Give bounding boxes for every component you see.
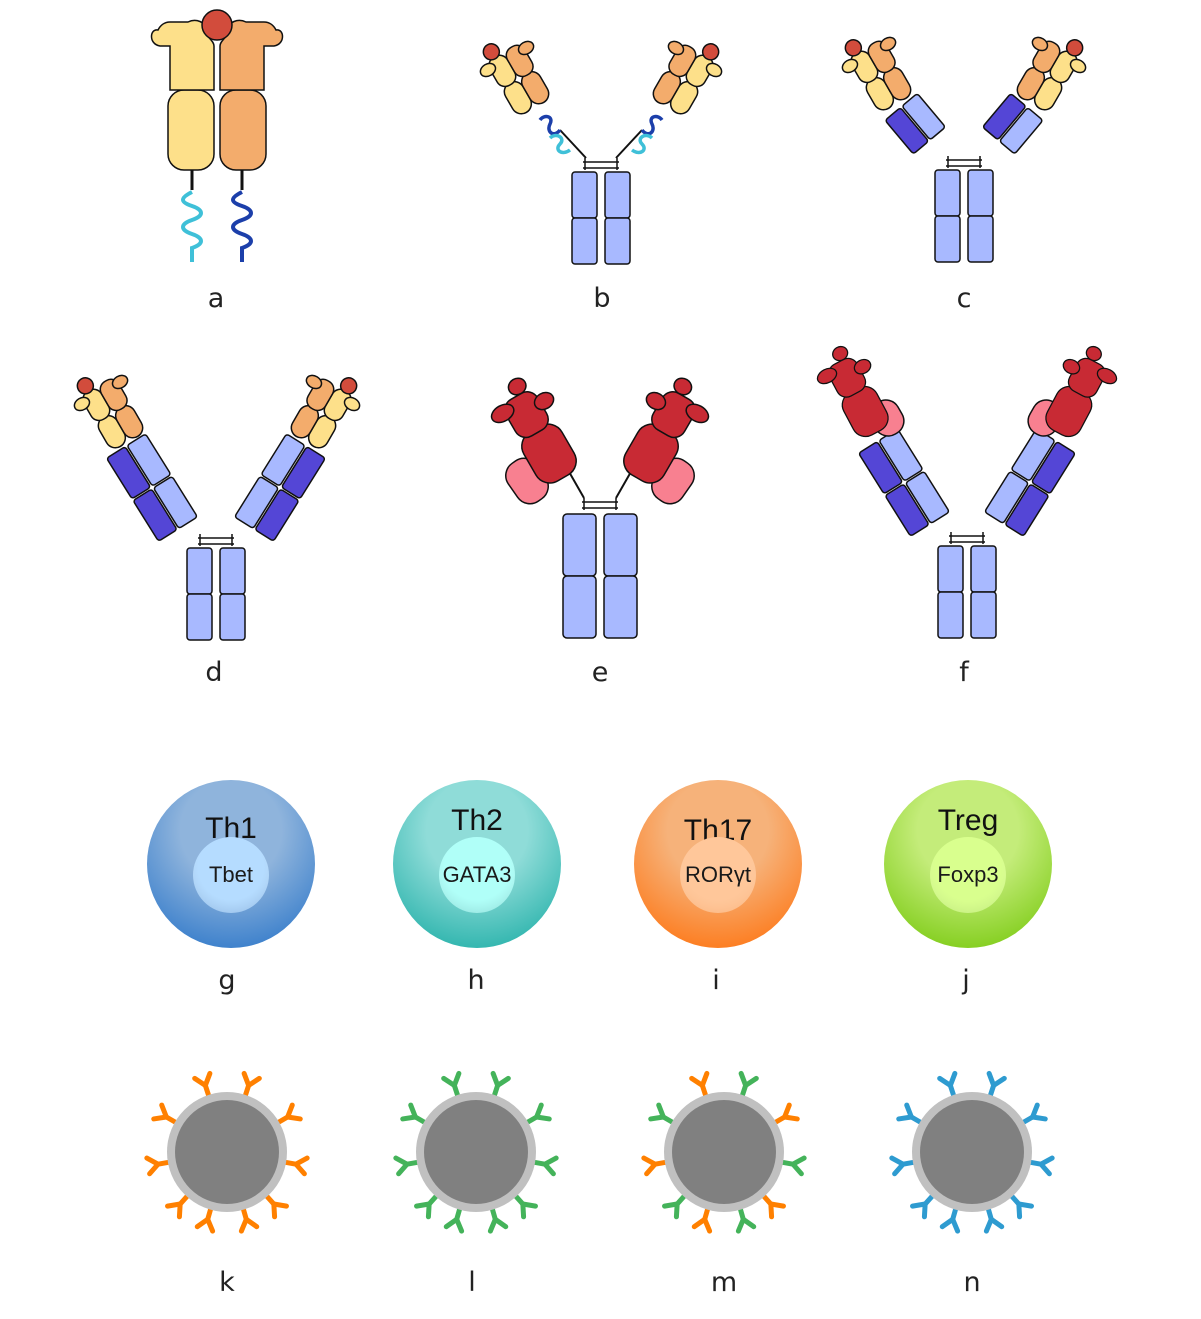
panel-b-antibody [469, 24, 733, 265]
bead-l-antibody [396, 1155, 418, 1174]
cell-j-nucleus: Foxp3 [930, 837, 1006, 913]
panel-label-c: c [956, 283, 972, 314]
bead-m-antibody [782, 1155, 804, 1174]
panel-label-e: e [591, 657, 609, 688]
beads-layer [147, 1073, 1052, 1231]
cell-i-nucleus: RORγt [680, 837, 756, 913]
panel-label-n: n [963, 1267, 981, 1298]
panel-label-a: a [207, 283, 225, 314]
bead-m-core [672, 1100, 776, 1204]
bead-l-antibody [446, 1207, 467, 1231]
bead-n-antibody [1030, 1155, 1052, 1174]
bead-m-antibody [644, 1155, 666, 1174]
panel-label-i: i [712, 965, 720, 996]
panel-label-b: b [593, 283, 611, 314]
cell-g-nucleus: Tbet [193, 837, 269, 913]
bead-l-antibody [485, 1207, 506, 1231]
cell-h-title: Th2 [451, 804, 503, 837]
bead-n-antibody [942, 1207, 963, 1231]
panel-label-d: d [205, 657, 223, 688]
bead-l-antibody [534, 1155, 556, 1174]
cell-j-title: Treg [937, 804, 999, 837]
panel-label-m: m [710, 1267, 738, 1298]
bead-n-core [920, 1100, 1024, 1204]
bead-n-antibody [892, 1155, 914, 1174]
bead-n-antibody [981, 1207, 1002, 1231]
cell-h-nucleus: GATA3 [439, 837, 515, 913]
cell-i-marker: RORγt [685, 862, 751, 887]
panel-label-h: h [467, 965, 485, 996]
bead-m-antibody [694, 1207, 715, 1231]
bead-k-antibody [197, 1207, 218, 1231]
bead-n [892, 1073, 1052, 1231]
panel-f-antibody [807, 336, 1127, 639]
panel-c-antibody [831, 20, 1097, 263]
bead-k-antibody [285, 1155, 307, 1174]
panel-a-receptor [150, 9, 284, 262]
panel-label-j: j [962, 965, 970, 996]
cell-h-marker: GATA3 [442, 862, 512, 887]
bead-k-core [175, 1100, 279, 1204]
panel-e-antibody [479, 365, 721, 639]
panel-label-f: f [959, 657, 969, 688]
cell-j-marker: Foxp3 [937, 862, 999, 887]
panel-d-antibody [63, 358, 371, 641]
panel-label-g: g [218, 965, 236, 996]
bead-k-antibody [236, 1207, 257, 1231]
panel-label-l: l [468, 1267, 476, 1298]
bead-m [644, 1073, 804, 1231]
bead-k-antibody [147, 1155, 169, 1174]
bead-m-antibody [733, 1207, 754, 1231]
bead-l-core [424, 1100, 528, 1204]
bead-l [396, 1073, 556, 1231]
bead-k [147, 1073, 307, 1231]
panel-label-k: k [219, 1267, 235, 1298]
cell-g-marker: Tbet [208, 862, 254, 887]
